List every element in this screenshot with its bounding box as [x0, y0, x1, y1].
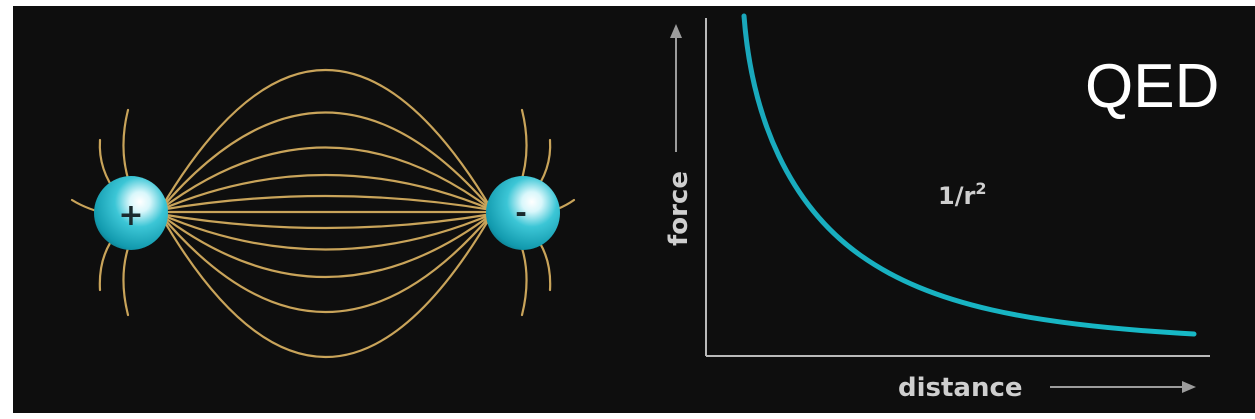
- curve-label-base: 1/r: [938, 182, 975, 210]
- field-line: [158, 212, 494, 359]
- positive-charge: +: [94, 176, 168, 250]
- negative-charge-sphere: [486, 176, 560, 250]
- field-line: [158, 212, 494, 251]
- field-line: [158, 212, 494, 279]
- negative-charge: -: [486, 176, 560, 250]
- field-line: [158, 194, 494, 212]
- force-arrow-head: [670, 24, 682, 38]
- distance-label: distance: [898, 373, 1023, 403]
- field-line: [158, 173, 494, 212]
- field-line: [158, 212, 494, 230]
- diagram-panel: [13, 6, 1255, 413]
- curve-label: 1/r2: [938, 179, 986, 210]
- title: QED: [1085, 52, 1219, 121]
- positive-charge-sphere: [94, 176, 168, 250]
- positive-charge-sign: +: [118, 198, 143, 233]
- field-lines: [70, 68, 576, 359]
- negative-charge-sign: -: [515, 196, 527, 229]
- graph: force distance 1/r2: [664, 13, 1210, 403]
- field-line: [158, 212, 494, 314]
- field-line: [158, 68, 494, 212]
- force-label: force: [664, 171, 694, 246]
- field-stub: [122, 108, 132, 187]
- field-line: [158, 111, 494, 212]
- distance-arrow-head: [1182, 381, 1196, 393]
- curve-label-exponent: 2: [975, 179, 986, 198]
- field-stub: [122, 240, 132, 317]
- inverse-square-curve: [741, 13, 1197, 337]
- field-line: [158, 146, 494, 212]
- field-stub: [518, 240, 528, 317]
- field-stub: [518, 108, 528, 187]
